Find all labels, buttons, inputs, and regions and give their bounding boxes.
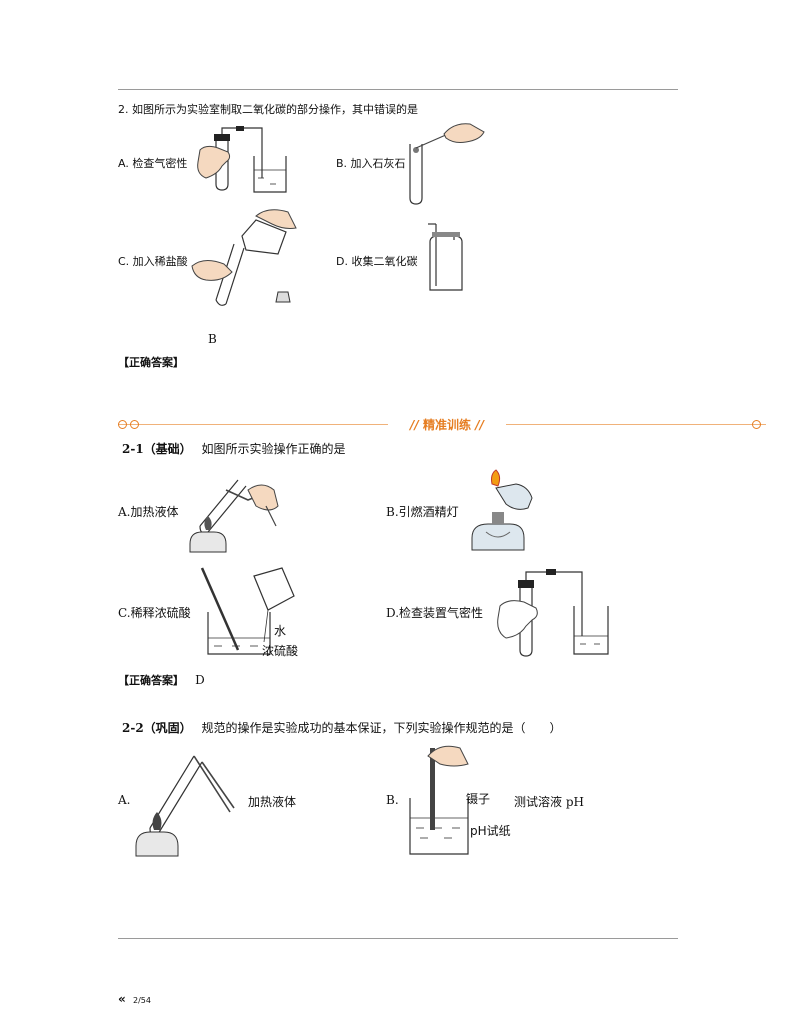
q2-1-number: 2-1（基础） [122,442,192,456]
q2-option-c: C. 加入稀盐酸 [118,255,188,268]
section-dot-icon [130,420,139,429]
q2-2-option-b-letter: B. [386,793,399,807]
q2-answer-value: B [208,332,217,346]
tweezers-label: 镊子 [466,792,491,806]
section-dot-icon [118,420,127,429]
q2-answer-label: 【正确答案】 [118,356,184,369]
q2-1-option-c: C.稀释浓硫酸 [118,606,191,620]
check-airtightness-figure [497,569,609,657]
heat-liquid-figure [189,479,279,553]
q2-option-d: D. 收集二氧化碳 [336,255,418,268]
q2-1-option-a: A.加热液体 [118,505,179,519]
q2-2-option-a-letter: A. [118,793,131,807]
section-title: // 精准训练 // [410,418,484,432]
test-ph-figure [409,745,469,855]
q2-2-number: 2-2（巩固） [122,721,192,735]
water-label: 水 [274,624,287,638]
page-number: 2/54 [133,996,151,1005]
q2-1-option-b: B.引燃酒精灯 [386,505,459,519]
question-2-stem: 2. 如图所示为实验室制取二氧化碳的部分操作，其中错误的是 [118,103,418,116]
q2-2-stem: 规范的操作是实验成功的基本保证，下列实验操作规范的是（ ） [201,721,562,735]
q2-1-answer: 【正确答案】 D [118,669,205,688]
section-line-left [118,424,388,425]
dilute-acid-figure [200,567,295,655]
section-dot-icon [752,420,761,429]
add-hcl-figure [191,209,297,306]
ph-paper-label: pH试纸 [470,824,511,838]
q2-2-heat-liquid-figure [135,755,235,857]
q2-option-b: B. 加入石灰石 [336,157,406,170]
bottom-rule [118,938,678,939]
q2-option-a: A. 检查气密性 [118,157,188,170]
acid-label: 浓硫酸 [262,644,299,658]
q2-2-option-a-text: 加热液体 [248,795,297,809]
q2-1-answer-value: D [195,673,205,687]
q2-1-header: 2-1（基础） 如图所示实验操作正确的是 [122,440,346,457]
q2-2-option-b-text: 测试溶液 pH [514,795,584,809]
section-line-right [506,424,766,425]
q2-1-option-d: D.检查装置气密性 [386,606,484,620]
light-lamp-figure [471,469,533,551]
collect-co2-figure [428,223,463,291]
airtightness-check-figure [197,126,287,193]
add-limestone-figure [409,123,485,205]
page-back-icon[interactable]: « [118,992,126,1006]
q2-1-stem: 如图所示实验操作正确的是 [201,442,346,456]
top-rule [118,89,678,90]
q2-1-answer-label: 【正确答案】 [118,674,184,687]
q2-2-header: 2-2（巩固） 规范的操作是实验成功的基本保证，下列实验操作规范的是（ ） [122,719,562,736]
